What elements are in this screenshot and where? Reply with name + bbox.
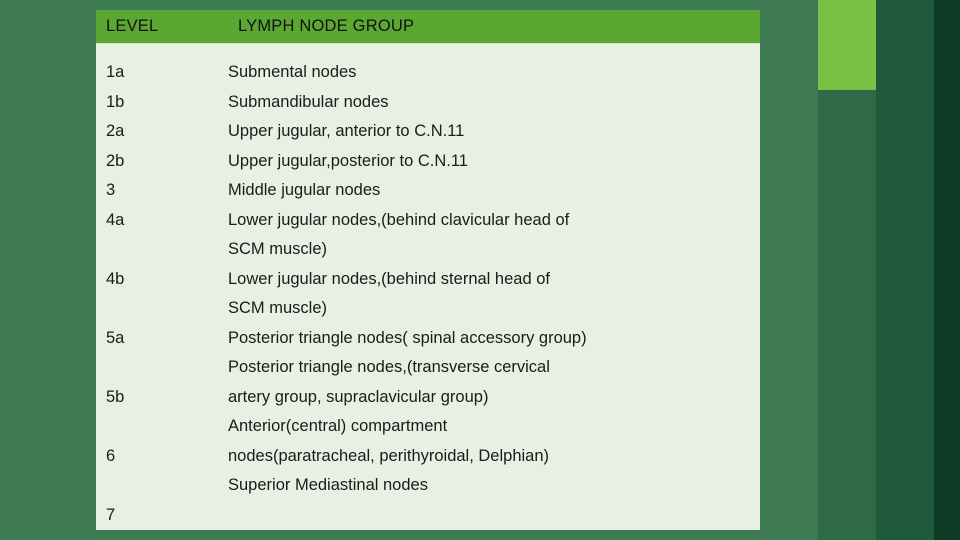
level-cell: 1b	[106, 92, 125, 111]
group-cell: Superior Mediastinal nodes	[228, 476, 428, 494]
level-cell: 4b	[106, 269, 125, 288]
group-cell: Middle jugular nodes	[228, 181, 381, 199]
level-cell: 5b	[106, 387, 125, 406]
group-cell: artery group, supraclavicular group)	[228, 387, 489, 406]
group-cell: Lower jugular nodes,(behind clavicular h…	[228, 210, 570, 229]
level-cell: 6	[106, 446, 116, 465]
level-column: 1a 1b 2a 2b 3 4a 4b 5a 5b 6 7	[96, 44, 220, 530]
column-header-lymph-node-group: LYMPH NODE GROUP	[238, 17, 415, 35]
lymph-node-table: LEVEL LYMPH NODE GROUP 1a 1b 2a 2b 3 4a …	[96, 10, 760, 530]
level-cell: 1a	[106, 63, 125, 81]
group-cell: Upper jugular, anterior to C.N.11	[228, 122, 465, 140]
group-cell: Submandibular nodes	[228, 92, 389, 111]
group-cell: Lower jugular nodes,(behind sternal head…	[228, 269, 550, 288]
level-cell: 3	[106, 181, 116, 199]
group-cell: SCM muscle)	[228, 299, 328, 317]
group-cell: Posterior triangle nodes( spinal accesso…	[228, 328, 587, 347]
group-cell: Anterior(central) compartment	[228, 417, 448, 435]
level-cell: 5a	[106, 328, 125, 347]
group-cell: Submental nodes	[228, 63, 357, 81]
table-body: 1a 1b 2a 2b 3 4a 4b 5a 5b 6 7 Submental …	[96, 44, 760, 530]
table-header-row: LEVEL LYMPH NODE GROUP	[96, 10, 760, 44]
background-accent-stripe	[818, 0, 876, 90]
group-cell: SCM muscle)	[228, 240, 328, 258]
background-edge-strip	[934, 0, 960, 540]
group-cell: Upper jugular,posterior to C.N.11	[228, 151, 468, 170]
level-cell: 2b	[106, 151, 125, 170]
column-header-level: LEVEL	[106, 17, 159, 35]
group-cell: Posterior triangle nodes,(transverse cer…	[228, 358, 550, 376]
level-cell: 2a	[106, 122, 125, 140]
level-cell: 7	[106, 505, 116, 524]
background-stripe-mid	[818, 90, 876, 540]
lymph-node-group-column: Submental nodes Submandibular nodes Uppe…	[220, 44, 760, 530]
level-cell: 4a	[106, 210, 125, 229]
group-cell: nodes(paratracheal, perithyroidal, Delph…	[228, 446, 550, 465]
